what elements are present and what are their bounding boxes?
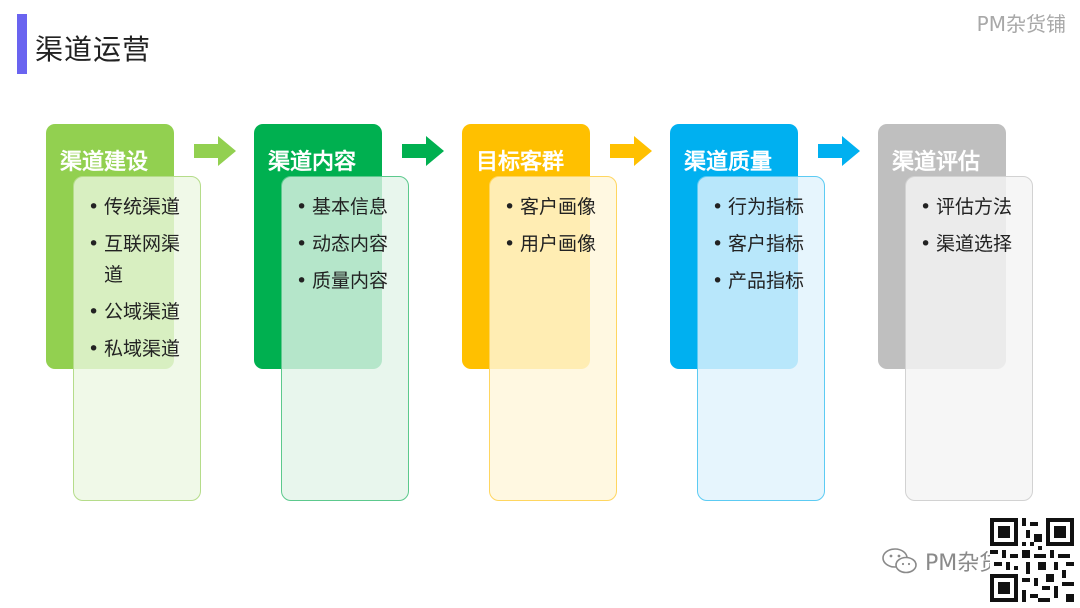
list-item: 行为指标 — [712, 192, 822, 223]
wechat-icon — [882, 548, 917, 574]
list-item: 互联网渠道 — [88, 229, 190, 291]
stage-item-list-5: 评估方法 渠道选择 — [920, 192, 1030, 266]
list-item: 基本信息 — [296, 192, 406, 223]
list-item: 评估方法 — [920, 192, 1030, 223]
stage-heading-3: 目标客群 — [476, 150, 565, 175]
stage-heading-1: 渠道建设 — [60, 150, 149, 175]
list-item: 传统渠道 — [88, 192, 198, 223]
list-item: 公域渠道 — [88, 297, 198, 328]
stage-item-list-4: 行为指标 客户指标 产品指标 — [712, 192, 822, 303]
list-item: 产品指标 — [712, 266, 822, 297]
arrow-right-icon — [402, 136, 444, 166]
arrow-right-icon — [610, 136, 652, 166]
list-item: 动态内容 — [296, 229, 406, 260]
stage-heading-4: 渠道质量 — [684, 150, 773, 175]
stage-item-list-1: 传统渠道 互联网渠道 公域渠道 私域渠道 — [88, 192, 198, 371]
arrow-right-icon — [194, 136, 236, 166]
list-item: 客户画像 — [504, 192, 614, 223]
stage-heading-5: 渠道评估 — [892, 150, 981, 175]
stage-item-list-3: 客户画像 用户画像 — [504, 192, 614, 266]
list-item: 渠道选择 — [920, 229, 1030, 260]
title-accent-bar — [17, 14, 27, 74]
stage-item-list-2: 基本信息 动态内容 质量内容 — [296, 192, 406, 303]
list-item: 客户指标 — [712, 229, 822, 260]
brand-label: PM杂货铺 — [976, 12, 1066, 36]
qr-code-icon — [990, 518, 1074, 602]
list-item: 用户画像 — [504, 229, 614, 260]
stage-heading-2: 渠道内容 — [268, 150, 357, 175]
arrow-right-icon — [818, 136, 860, 166]
list-item: 私域渠道 — [88, 334, 198, 365]
list-item: 质量内容 — [296, 266, 406, 297]
page-title: 渠道运营 — [35, 33, 152, 66]
